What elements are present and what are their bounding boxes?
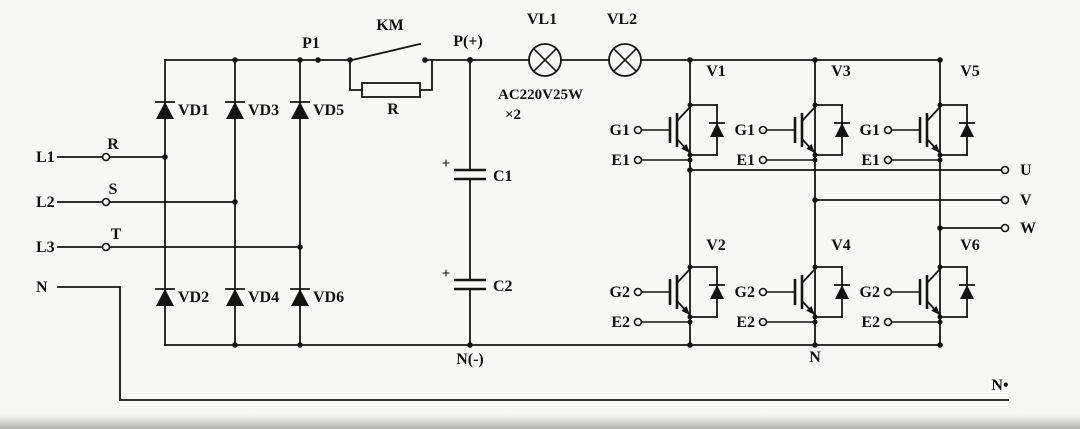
diode-vd6 bbox=[290, 288, 310, 307]
diode-vd3 bbox=[225, 101, 245, 120]
label-e2-2: E2 bbox=[736, 314, 755, 331]
terminal-u bbox=[1000, 165, 1010, 175]
label-vd5: VD5 bbox=[313, 102, 344, 119]
label-e2-1: E2 bbox=[611, 314, 630, 331]
diode-vd2 bbox=[155, 288, 175, 307]
label-e1-2: E1 bbox=[736, 152, 755, 169]
label-t: T bbox=[111, 226, 122, 243]
label-v5: V5 bbox=[960, 63, 980, 80]
label-s: S bbox=[109, 181, 118, 198]
label-v1: V1 bbox=[706, 63, 726, 80]
label-p1: P1 bbox=[302, 35, 320, 52]
label-v: V bbox=[1020, 192, 1032, 209]
label-vl1: VL1 bbox=[527, 11, 557, 28]
label-u: U bbox=[1020, 162, 1032, 179]
label-l2: L2 bbox=[36, 194, 55, 211]
igbt-v1 bbox=[633, 101, 726, 165]
lamp-vl1 bbox=[528, 43, 562, 77]
label-vd6: VD6 bbox=[313, 289, 344, 306]
output-lines: U V W bbox=[687, 162, 1036, 237]
label-v2: V2 bbox=[706, 237, 726, 254]
label-e1-3: E1 bbox=[861, 152, 880, 169]
label-g2-2: G2 bbox=[735, 284, 755, 301]
label-c1: C1 bbox=[493, 168, 513, 185]
terminal-r bbox=[101, 152, 111, 162]
label-l1: L1 bbox=[36, 149, 55, 166]
label-r: R bbox=[107, 136, 119, 153]
terminal-v bbox=[1000, 195, 1010, 205]
diode-vd1 bbox=[155, 101, 175, 120]
power-input-lines: L1 R L2 S L3 T bbox=[36, 136, 303, 256]
diode-vd5 bbox=[290, 101, 310, 120]
label-w: W bbox=[1020, 220, 1036, 237]
precharge-resistor bbox=[361, 82, 421, 98]
label-resistor-r: R bbox=[387, 101, 399, 118]
label-vd4: VD4 bbox=[248, 289, 279, 306]
km-contact-blade bbox=[350, 42, 422, 62]
terminal-s bbox=[101, 197, 111, 207]
igbt-v5 bbox=[883, 101, 976, 165]
igbt-v2 bbox=[633, 263, 726, 327]
lamp-vl2 bbox=[608, 43, 642, 77]
label-e1-1: E1 bbox=[611, 152, 630, 169]
label-lamp-qty: ×2 bbox=[505, 107, 521, 123]
igbt-v3 bbox=[758, 101, 851, 165]
label-l3: L3 bbox=[36, 239, 55, 256]
label-p-plus: P(+) bbox=[453, 33, 483, 50]
label-g2-3: G2 bbox=[860, 284, 880, 301]
label-km: KM bbox=[376, 17, 404, 34]
igbt-v4 bbox=[758, 263, 851, 327]
precharge-circuit: P1 KM R bbox=[302, 17, 530, 118]
label-c2-plus: + bbox=[442, 266, 451, 282]
label-vd3: VD3 bbox=[248, 102, 279, 119]
capacitor-c1: + C1 bbox=[442, 156, 513, 185]
neutral-line: N N• bbox=[36, 279, 1009, 401]
capacitor-c2: + C2 bbox=[442, 266, 513, 295]
terminal-t bbox=[101, 242, 111, 252]
dc-bus: P(+) + C1 + C2 N(-) N bbox=[164, 33, 941, 368]
label-n-bus: N bbox=[809, 349, 821, 366]
label-vd1: VD1 bbox=[178, 102, 209, 119]
label-c1-plus: + bbox=[442, 156, 451, 172]
inverter-bridge: V1 V3 V5 V2 V4 V6 G1 G1 G1 E1 E1 E1 G2 G… bbox=[610, 57, 980, 348]
label-e2-3: E2 bbox=[861, 314, 880, 331]
igbt-v6 bbox=[883, 263, 976, 327]
label-n-output: N• bbox=[991, 377, 1008, 394]
label-v4: V4 bbox=[831, 237, 851, 254]
diode-vd4 bbox=[225, 288, 245, 307]
label-g1-2: G1 bbox=[735, 122, 755, 139]
label-g1-1: G1 bbox=[610, 122, 630, 139]
label-c2: C2 bbox=[493, 278, 513, 295]
label-g1-3: G1 bbox=[860, 122, 880, 139]
label-lamp-spec: AC220V25W bbox=[498, 87, 583, 103]
label-n-minus: N(-) bbox=[456, 351, 484, 368]
label-vd2: VD2 bbox=[178, 289, 209, 306]
label-v3: V3 bbox=[831, 63, 851, 80]
label-vl2: VL2 bbox=[607, 11, 637, 28]
label-n-input: N bbox=[36, 279, 48, 296]
label-v6: V6 bbox=[960, 237, 980, 254]
label-g2-1: G2 bbox=[610, 284, 630, 301]
terminal-w bbox=[1000, 223, 1010, 233]
